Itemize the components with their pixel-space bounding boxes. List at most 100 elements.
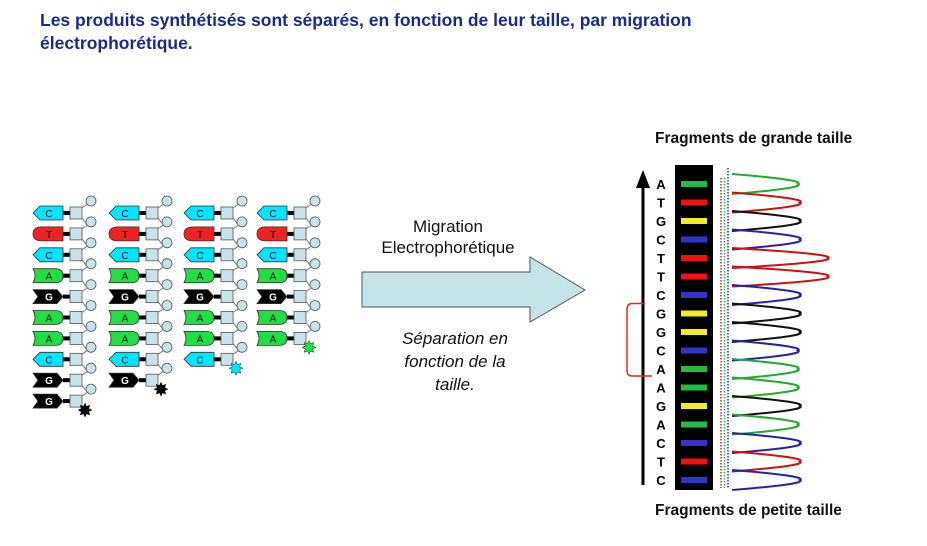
sugar-icon: [220, 311, 234, 324]
backbone-link: [305, 217, 313, 227]
backbone-link: [305, 259, 313, 269]
base-letter: G: [45, 376, 53, 387]
adenine-base-icon: [108, 268, 140, 284]
phosphate-icon: [85, 383, 97, 395]
base-letter: T: [197, 230, 203, 241]
sequence-letter: T: [657, 196, 665, 211]
sugar-icon: [145, 331, 159, 345]
fluorescent-label-icon: [77, 402, 93, 418]
sugar-icon: [145, 227, 159, 241]
sugar-icon: [69, 290, 83, 304]
guanine-base-icon: [256, 289, 288, 305]
adenine-base-icon: [256, 331, 288, 346]
phosphate-icon: [309, 195, 321, 207]
sugar-icon: [220, 206, 234, 220]
gel-band: [681, 384, 707, 391]
gel-band: [681, 366, 707, 372]
chromatogram-peak: [731, 191, 802, 214]
backbone-link: [305, 301, 313, 310]
base-linker: [139, 336, 146, 341]
sequence-letter: T: [657, 455, 665, 470]
phosphate-icon: [161, 195, 173, 207]
thymine-base-icon: [108, 226, 140, 242]
sugar-icon: [69, 331, 83, 345]
sequence-letter: A: [656, 418, 666, 433]
sequence-letter: C: [656, 344, 666, 359]
base-letter: A: [46, 272, 53, 283]
title-line-2: électrophorétique.: [40, 33, 193, 53]
base-linker: [214, 273, 221, 278]
base-letter: C: [45, 251, 52, 262]
sugar-icon: [293, 311, 307, 324]
sugar-icon: [69, 373, 83, 387]
phosphate-icon: [161, 237, 173, 249]
phosphate-icon: [309, 258, 321, 270]
base-linker: [63, 336, 70, 341]
sugar-icon: [220, 227, 234, 241]
sugar-icon: [145, 373, 159, 387]
sequence-letter: A: [656, 362, 666, 377]
gel-band: [681, 236, 707, 243]
phosphate-icon: [85, 300, 97, 311]
chromatogram-peak: [731, 469, 802, 491]
phosphate-icon: [309, 237, 321, 249]
base-linker: [287, 315, 294, 320]
base-linker: [287, 294, 294, 299]
adenine-base-icon: [183, 331, 215, 346]
base-linker: [287, 231, 294, 236]
base-linker: [63, 252, 70, 257]
sequence-letter: C: [656, 288, 666, 303]
gel-band: [681, 347, 707, 354]
guanine-base-icon: [32, 289, 64, 305]
adenine-base-icon: [183, 310, 215, 325]
base-letter: A: [270, 314, 277, 325]
base-linker: [214, 294, 221, 299]
gel-band: [681, 329, 707, 335]
sugar-icon: [293, 206, 307, 220]
sequence-letter: G: [656, 399, 666, 414]
backbone-link: [81, 238, 89, 248]
backbone-link: [81, 343, 89, 352]
gel-band: [681, 440, 707, 446]
sugar-icon: [69, 311, 83, 324]
sugar-icon: [145, 206, 159, 220]
phosphate-icon: [161, 279, 173, 291]
sugar-icon: [69, 227, 83, 241]
migration-arrow: [361, 256, 586, 323]
sugar-icon: [145, 269, 159, 283]
base-letter: A: [122, 272, 129, 283]
base-linker: [214, 336, 221, 341]
sugar-icon: [145, 311, 159, 324]
sequence-letter: T: [657, 251, 665, 266]
base-linker: [63, 211, 70, 215]
gel-band: [681, 310, 707, 317]
backbone-link: [157, 238, 165, 248]
gel-band: [681, 181, 707, 187]
gel-band: [681, 273, 707, 280]
base-letter: A: [122, 314, 129, 325]
fluorescent-label-icon: [228, 360, 244, 376]
gel-band: [681, 477, 707, 483]
base-linker: [139, 211, 146, 215]
base-linker: [63, 231, 70, 236]
base-linker: [139, 315, 146, 320]
guanine-base-icon: [183, 289, 215, 305]
sugar-icon: [293, 331, 307, 345]
migration-label: Migration Electrophorétique: [358, 216, 538, 258]
base-letter: G: [121, 376, 129, 387]
gel-band: [681, 255, 707, 261]
backbone-link: [232, 322, 240, 331]
guanine-base-icon: [32, 372, 64, 388]
phosphate-icon: [236, 341, 248, 353]
separation-caption: Séparation en fonction de la taille.: [375, 327, 535, 396]
backbone-link: [157, 217, 165, 227]
backbone-link: [232, 301, 240, 310]
adenine-base-icon: [256, 310, 288, 325]
phosphate-icon: [236, 237, 248, 249]
adenine-base-icon: [183, 268, 215, 284]
base-linker: [139, 378, 146, 383]
backbone-link: [232, 238, 240, 248]
base-letter: A: [46, 314, 53, 325]
caption-line-3: taille.: [435, 375, 475, 394]
